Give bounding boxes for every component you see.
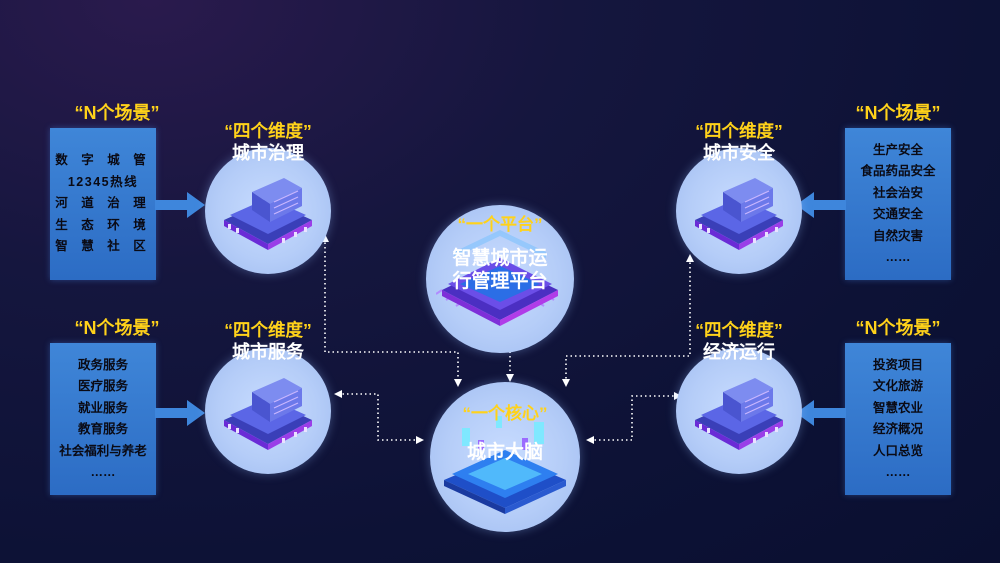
scene-item: 河 道 治 理 — [55, 196, 151, 211]
scene-item: …… — [90, 465, 116, 479]
scene-item: 就业服务 — [77, 400, 128, 415]
scene-item: 交通安全 — [872, 207, 923, 221]
dimension-title-economy: “四个维度” — [695, 320, 783, 340]
scene-item: 智 慧 社 区 — [55, 239, 151, 254]
scene-item: 教育服务 — [77, 422, 128, 436]
building-chip-icon — [695, 378, 783, 450]
scene-item: 投资项目 — [872, 357, 923, 372]
scene-item: 文化旅游 — [872, 379, 923, 393]
link-governance-brain — [321, 234, 462, 387]
brain-name: 城市大脑 — [466, 442, 543, 463]
scene-item: 人口总览 — [872, 443, 923, 458]
brain-chip-icon — [444, 416, 566, 514]
platform-name-line2: 行管理平台 — [452, 271, 548, 292]
scene-item: 食品药品安全 — [860, 164, 936, 178]
dimension-name-safety: 城市安全 — [703, 143, 775, 163]
dimension-title-governance: “四个维度” — [224, 121, 312, 141]
link-economy-brain — [586, 392, 682, 444]
scene-item: 经济概况 — [872, 422, 923, 436]
scene-item: 自然灾害 — [872, 228, 923, 243]
scene-title-right-bottom: “N个场景” — [855, 318, 941, 338]
scene-item: 生产安全 — [872, 142, 923, 157]
scene-item: …… — [885, 250, 911, 264]
dimension-name-service: 城市服务 — [232, 342, 304, 362]
scene-title-left-top: “N个场景” — [74, 103, 160, 123]
scene-item: 12345热线 — [67, 174, 139, 189]
arrow-right-icon — [155, 400, 205, 426]
arrow-right-icon — [155, 192, 205, 218]
scene-item: …… — [885, 465, 911, 479]
scene-box-left-top: 数 字 城 管 12345热线 河 道 治 理 生 态 环 境 智 慧 社 区 — [50, 128, 156, 280]
platform-name-line1: 智慧城市运 — [452, 248, 548, 269]
building-chip-icon — [224, 378, 312, 450]
scene-item: 医疗服务 — [77, 379, 128, 393]
platform-chip-icon — [436, 230, 558, 326]
platform-title: “一个平台” — [457, 215, 543, 234]
scene-item: 生 态 环 境 — [55, 217, 151, 232]
scene-title-left-bottom: “N个场景” — [74, 318, 160, 338]
building-chip-icon — [224, 178, 312, 250]
scene-item: 数 字 城 管 — [55, 153, 151, 168]
scene-item: 智慧农业 — [872, 400, 923, 415]
dimension-name-governance: 城市治理 — [232, 143, 304, 163]
scene-box-right-top: 生产安全 食品药品安全 社会治安 交通安全 自然灾害 …… — [845, 128, 951, 280]
brain-title: “一个核心” — [462, 404, 548, 423]
arrow-left-icon — [796, 400, 846, 426]
scene-item: 社会治安 — [872, 185, 923, 200]
scene-box-right-bottom: 投资项目 文化旅游 智慧农业 经济概况 人口总览 …… — [845, 343, 951, 495]
link-safety-brain — [562, 254, 694, 387]
dimension-title-safety: “四个维度” — [695, 121, 783, 141]
arrow-left-icon — [796, 192, 846, 218]
scene-title-right-top: “N个场景” — [855, 103, 941, 123]
dimension-title-service: “四个维度” — [224, 320, 312, 340]
scene-item: 政务服务 — [77, 357, 128, 372]
building-chip-icon — [695, 178, 783, 250]
scene-box-left-bottom: 政务服务 医疗服务 就业服务 教育服务 社会福利与养老 …… — [50, 343, 156, 495]
link-service-brain — [334, 390, 424, 444]
dimension-name-economy: 经济运行 — [703, 342, 775, 362]
scene-item: 社会福利与养老 — [59, 443, 147, 458]
